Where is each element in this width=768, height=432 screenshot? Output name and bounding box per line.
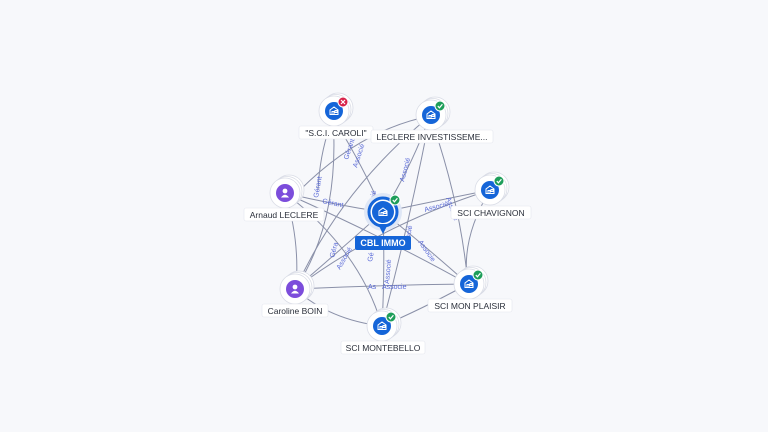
building-icon bbox=[464, 279, 474, 288]
node-label-bg bbox=[340, 340, 426, 355]
graph-node-chavignon[interactable]: SCI CHAVIGNON bbox=[450, 171, 532, 220]
node-label: SCI MON PLAISIR bbox=[434, 301, 505, 311]
edge-label: Associe bbox=[416, 239, 436, 263]
check-icon bbox=[496, 178, 502, 184]
edge bbox=[295, 117, 335, 289]
edge bbox=[299, 115, 431, 191]
building-icon bbox=[485, 185, 495, 194]
graph-node-center[interactable]: CBL IMMO bbox=[355, 193, 411, 250]
node-label-bg bbox=[243, 207, 325, 222]
node-layer: "S.C.I. CAROLI" LECLERE INVESTISSEME... Ar… bbox=[243, 92, 532, 355]
edge bbox=[284, 192, 383, 327]
person-icon bbox=[281, 194, 289, 198]
center-label: CBL IMMO bbox=[360, 238, 405, 248]
edge-label: Gé bbox=[367, 252, 376, 263]
active-badge bbox=[472, 269, 484, 281]
check-icon bbox=[475, 272, 481, 278]
building-icon bbox=[329, 106, 339, 115]
edge-label: Associé bbox=[399, 157, 412, 183]
graph-node-monplaisir[interactable]: SCI MON PLAISIR bbox=[427, 265, 513, 313]
person-icon bbox=[291, 290, 299, 294]
edge-label: Géra bbox=[329, 242, 340, 259]
active-badge bbox=[434, 100, 446, 112]
person-icon bbox=[292, 284, 298, 290]
graph-node-leclere_inv[interactable]: LECLERE INVESTISSEME... bbox=[370, 96, 494, 144]
edge-label: Associé bbox=[384, 259, 393, 284]
node-label: SCI CHAVIGNON bbox=[457, 208, 524, 218]
edge-label: As bbox=[368, 284, 377, 291]
node-label: Caroline BOIN bbox=[268, 306, 323, 316]
node-label-bg bbox=[450, 205, 532, 220]
graph-node-caroli[interactable]: "S.C.I. CAROLI" bbox=[298, 92, 374, 140]
close-icon bbox=[340, 99, 346, 105]
building-icon bbox=[377, 321, 387, 330]
node-label-bg bbox=[427, 298, 513, 313]
center-label-bg bbox=[355, 236, 411, 250]
check-icon bbox=[437, 103, 443, 109]
edge bbox=[295, 189, 491, 289]
graph-node-arnaud[interactable]: Arnaud LECLERE bbox=[243, 174, 325, 222]
node-label: LECLERE INVESTISSEME... bbox=[376, 132, 487, 142]
edge-label: Gérant bbox=[322, 198, 344, 209]
graph-node-montebello[interactable]: SCI MONTEBELLO bbox=[340, 307, 426, 355]
active-badge bbox=[493, 175, 505, 187]
edge bbox=[294, 283, 469, 290]
node-label-bg bbox=[261, 303, 329, 318]
node-label: SCI MONTEBELLO bbox=[346, 343, 421, 353]
edge-label: Gérant bbox=[313, 176, 324, 198]
node-label-bg bbox=[370, 129, 494, 144]
graph-node-caroline[interactable]: Caroline BOIN bbox=[261, 270, 329, 318]
person-icon bbox=[282, 188, 288, 194]
center-pin-tip bbox=[378, 224, 388, 234]
edge-label: Associe bbox=[382, 284, 407, 291]
node-label: "S.C.I. CAROLI" bbox=[305, 128, 366, 138]
node-label: Arnaud LECLERE bbox=[250, 210, 319, 220]
check-icon bbox=[392, 197, 398, 203]
building-icon bbox=[378, 207, 388, 216]
active-badge bbox=[385, 311, 397, 323]
active-badge bbox=[389, 194, 401, 206]
building-icon bbox=[426, 110, 436, 119]
check-icon bbox=[388, 314, 394, 320]
